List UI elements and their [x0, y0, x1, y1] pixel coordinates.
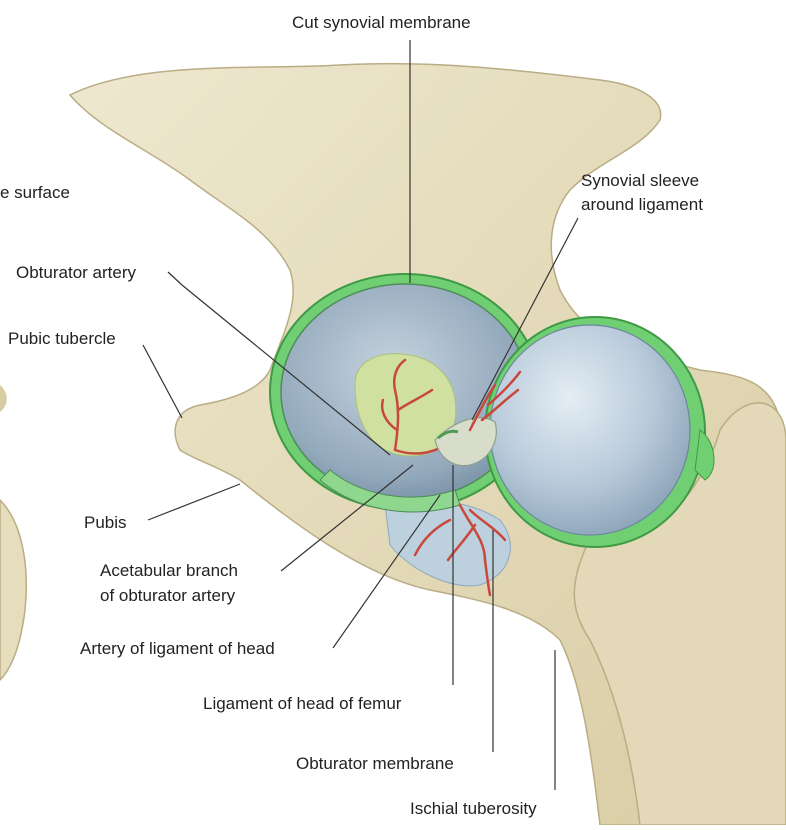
label-synovial-sleeve-2: around ligament	[581, 195, 703, 214]
label-artery-of-ligament-of-head: Artery of ligament of head	[80, 639, 275, 658]
label-obturator-artery: Obturator artery	[16, 263, 136, 282]
label-acetabular-branch-1: Acetabular branch	[100, 561, 238, 580]
label-acetabular-branch-2: of obturator artery	[100, 586, 236, 605]
label-ligament-of-head-of-femur: Ligament of head of femur	[203, 694, 402, 713]
label-lunate-surface-partial: e surface	[0, 183, 70, 202]
label-synovial-sleeve-1: Synovial sleeve	[581, 171, 699, 190]
label-pubic-tubercle: Pubic tubercle	[8, 329, 116, 348]
label-obturator-membrane: Obturator membrane	[296, 754, 454, 773]
label-cut-synovial-membrane: Cut synovial membrane	[292, 13, 471, 32]
label-pubis: Pubis	[84, 513, 127, 532]
label-ischial-tuberosity: Ischial tuberosity	[410, 799, 537, 818]
